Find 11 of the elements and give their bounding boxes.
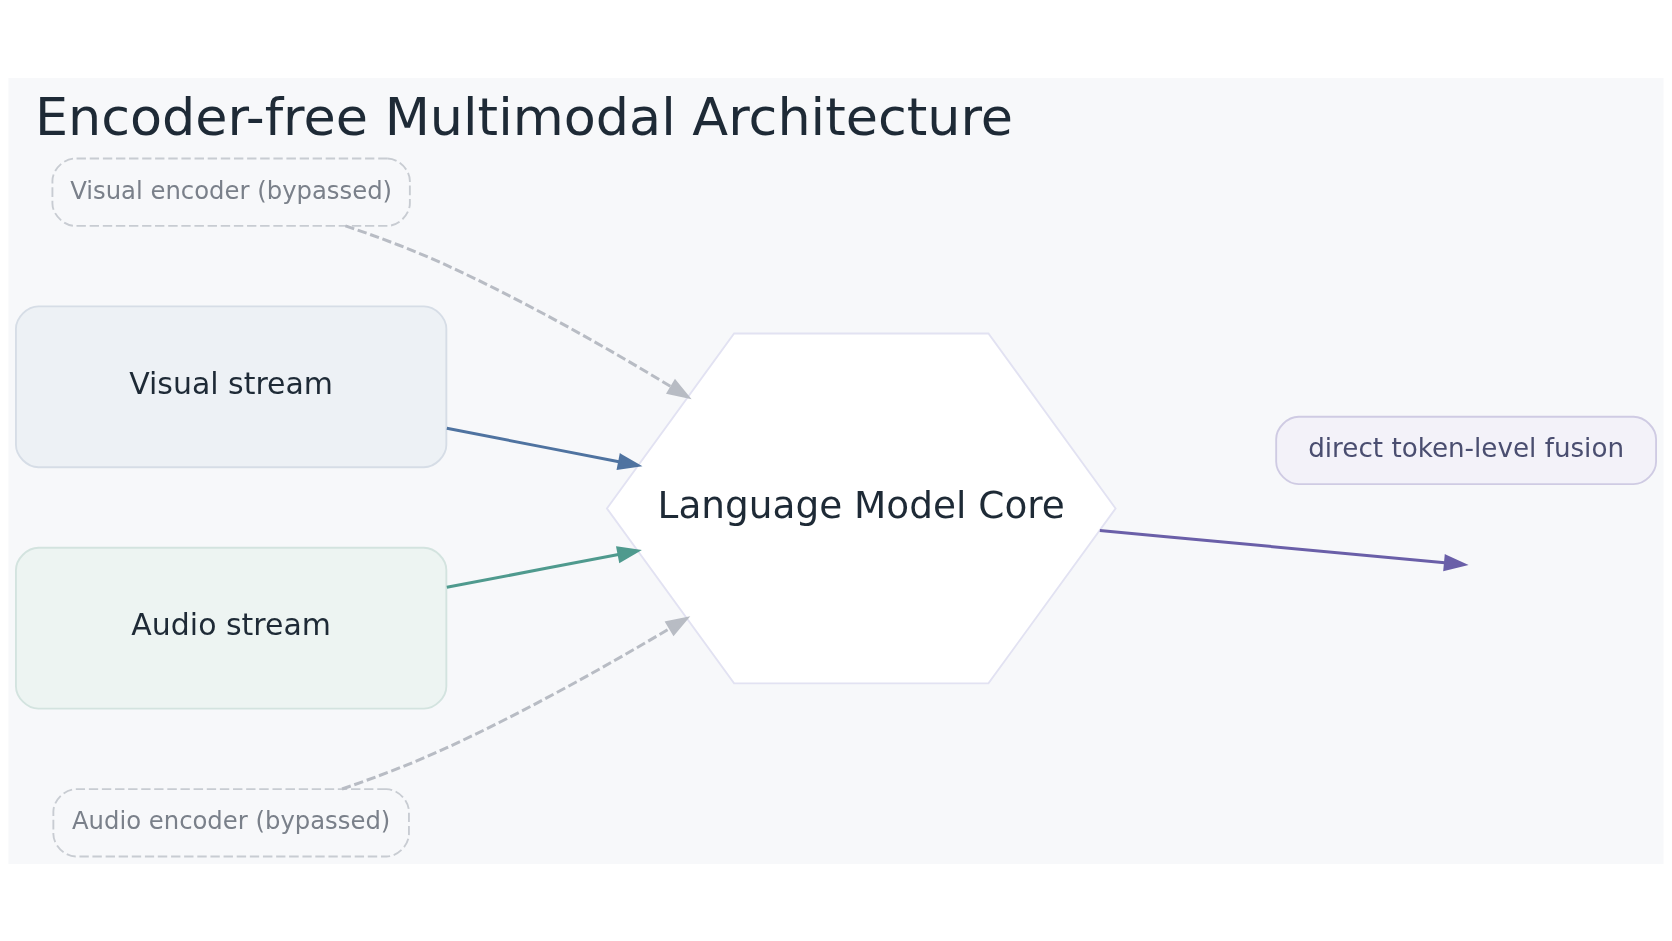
node-box: Audio encoder (bypassed): [52, 787, 410, 857]
diagram-title: Encoder-free Multimodal Architecture: [34, 85, 1014, 147]
node-box: Visual stream: [15, 304, 448, 468]
arrow: [1099, 528, 1469, 571]
node-box: Audio stream: [15, 546, 448, 710]
arrow: [344, 223, 692, 399]
node-box: direct token-level fusion: [1275, 415, 1657, 485]
arrow: [446, 545, 642, 589]
arrow: [341, 615, 691, 790]
node-box: Visual encoder (bypassed): [51, 157, 411, 227]
arrow: [446, 426, 643, 470]
